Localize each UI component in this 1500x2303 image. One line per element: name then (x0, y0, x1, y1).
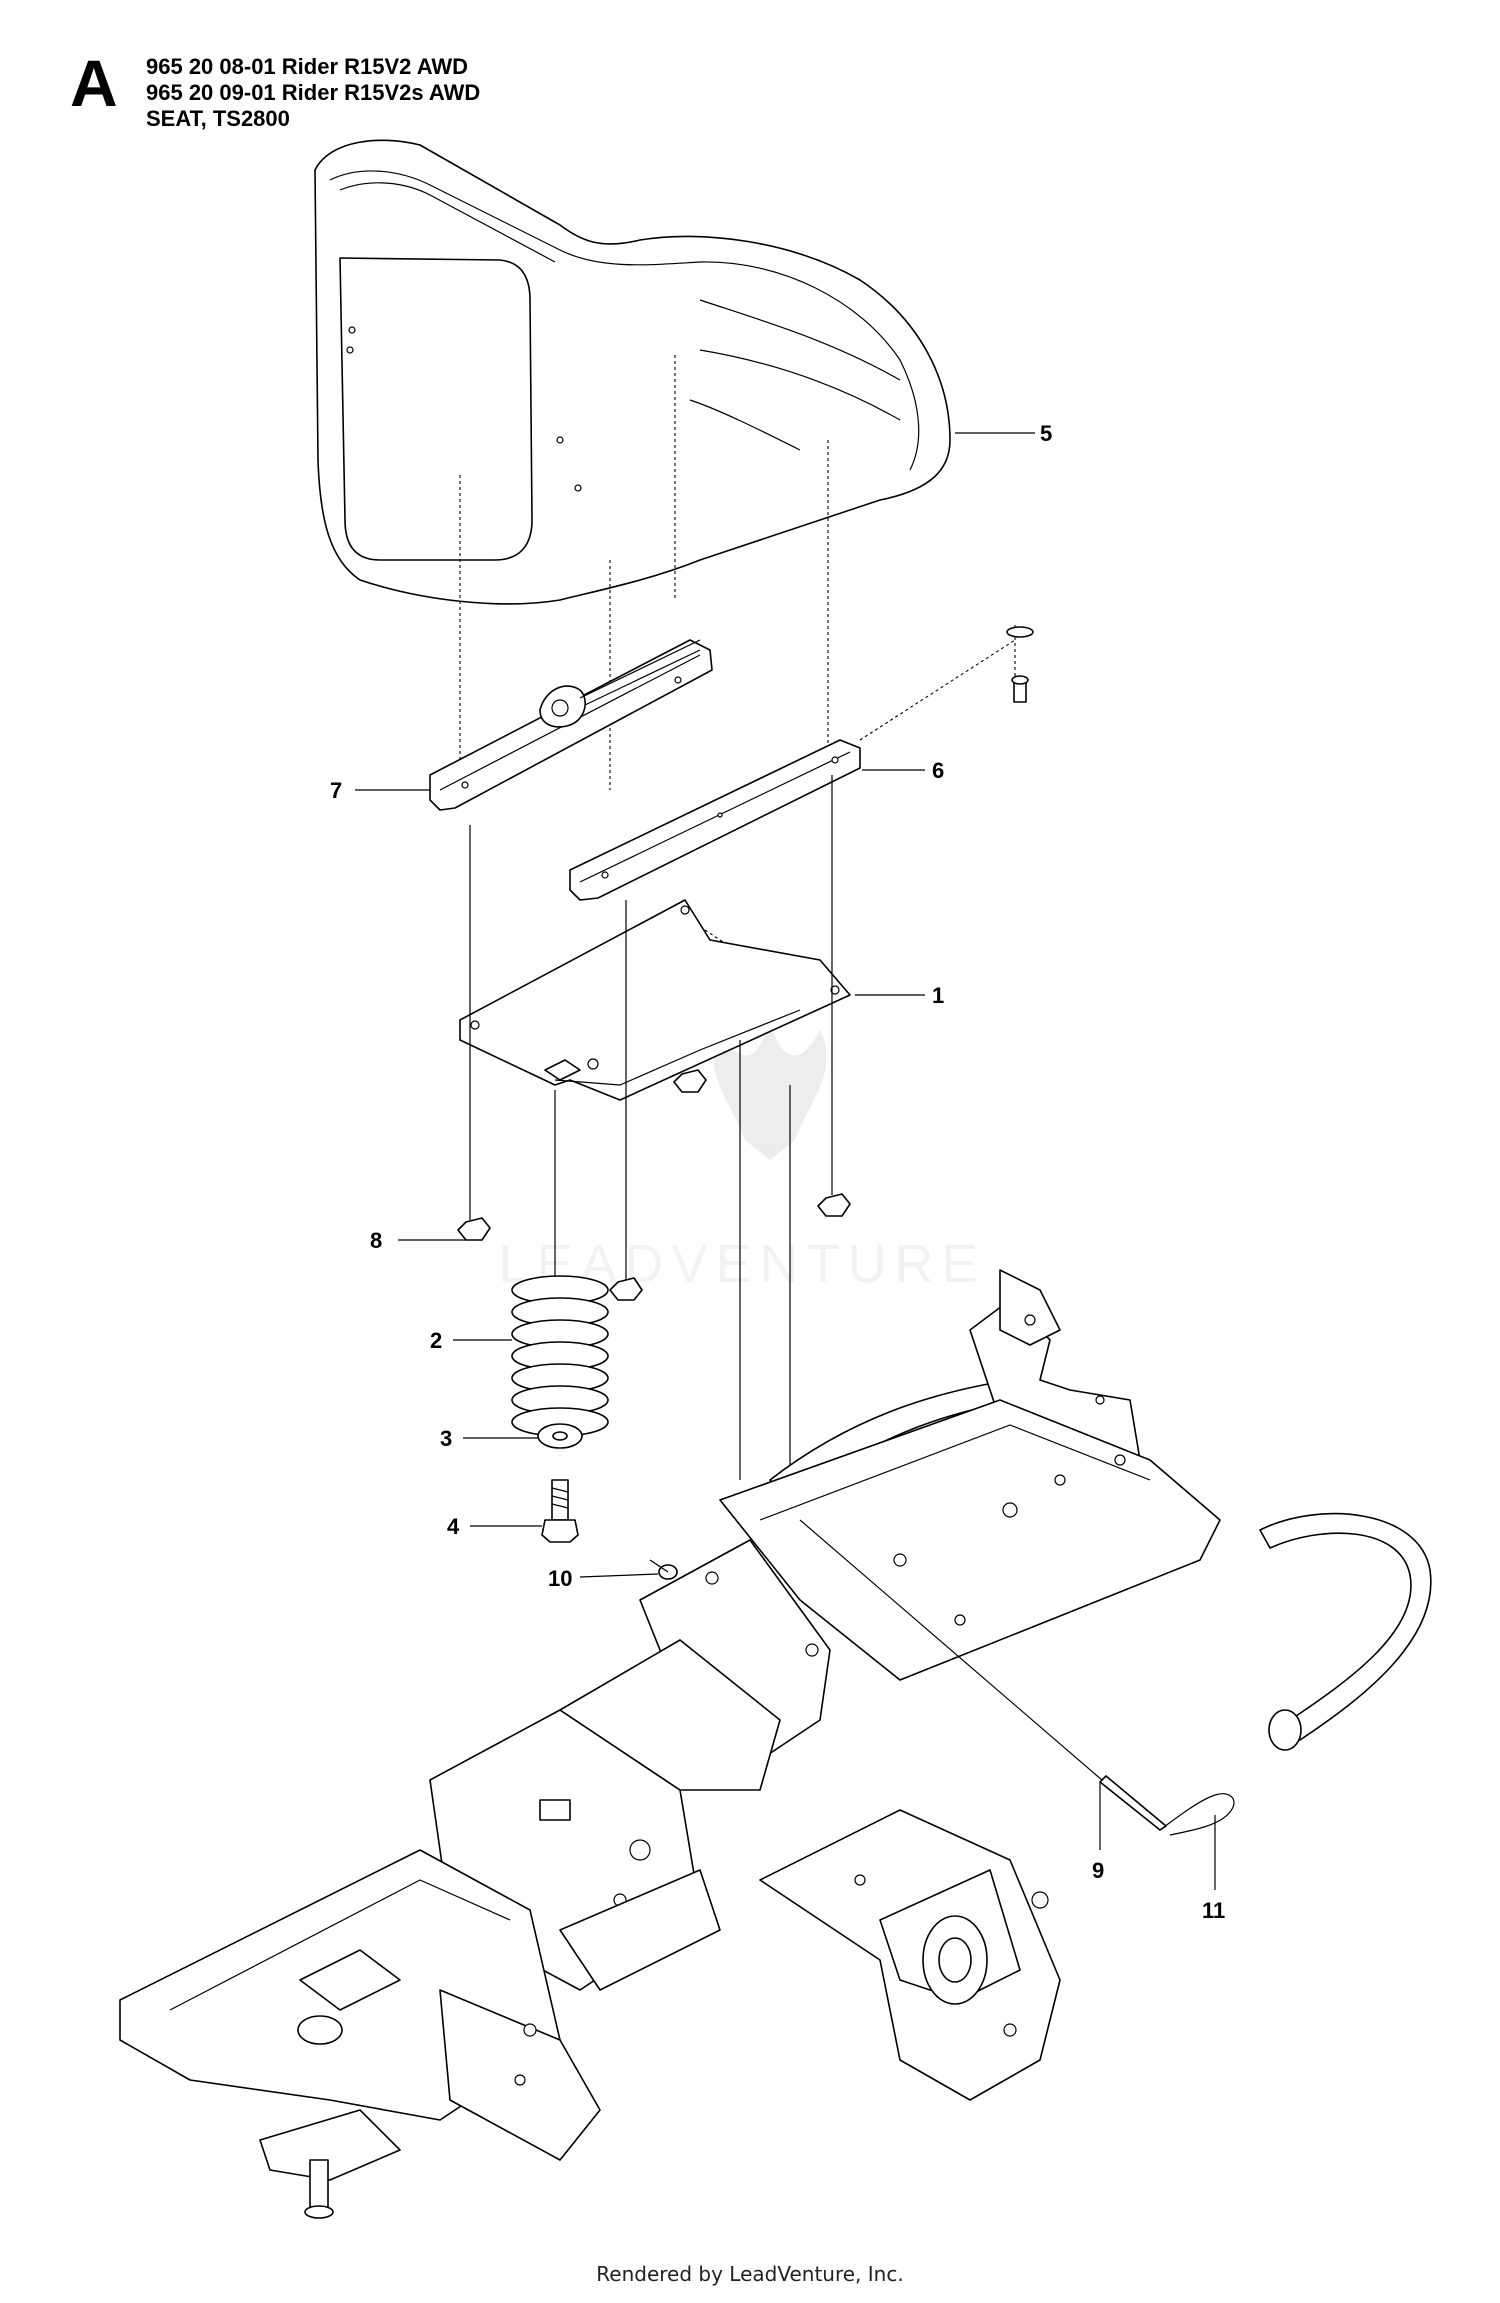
callout-11: 11 (1202, 1898, 1225, 1923)
nut-parts (457, 1069, 851, 1301)
slide-rail-left (429, 639, 713, 811)
header-lines: 965 20 08-01 Rider R15V2 AWD 965 20 09-0… (146, 54, 846, 132)
model-line-2: 965 20 09-01 Rider R15V2s AWD (146, 80, 481, 105)
callout-6: 6 (932, 758, 944, 783)
bolt-top (1006, 626, 1034, 703)
hairpin-clip-part (1159, 1793, 1235, 1836)
tractor-frame (119, 1269, 1432, 2219)
slide-rail-right (569, 739, 861, 901)
callout-7: 7 (330, 778, 342, 803)
seat-part (314, 139, 951, 605)
callout-5: 5 (1040, 421, 1052, 446)
section-letter: A (70, 46, 118, 120)
render-credit: Rendered by LeadVenture, Inc. (596, 2262, 904, 2286)
watermark: LEADVENTURE (498, 1020, 978, 1294)
callout-labels: 5 6 7 1 8 2 3 4 10 9 11 (330, 421, 1225, 1923)
callout-10: 10 (548, 1566, 572, 1591)
callout-9: 9 (1092, 1858, 1104, 1883)
assembly-title: SEAT, TS2800 (146, 106, 290, 131)
callout-1: 1 (932, 983, 944, 1008)
washer-part (537, 1423, 583, 1449)
model-line-1: 965 20 08-01 Rider R15V2 AWD (146, 54, 469, 79)
callout-3: 3 (440, 1426, 452, 1451)
plate-drop-lines (469, 775, 833, 1515)
callout-2: 2 (430, 1328, 442, 1353)
seat-plate (459, 899, 851, 1101)
coil-spring (511, 1275, 609, 1437)
callout-8: 8 (370, 1228, 382, 1253)
clip-part (649, 1559, 678, 1580)
callout-4: 4 (447, 1514, 460, 1539)
bolt-part (541, 1479, 579, 1543)
callout-leaders (355, 432, 1216, 1890)
